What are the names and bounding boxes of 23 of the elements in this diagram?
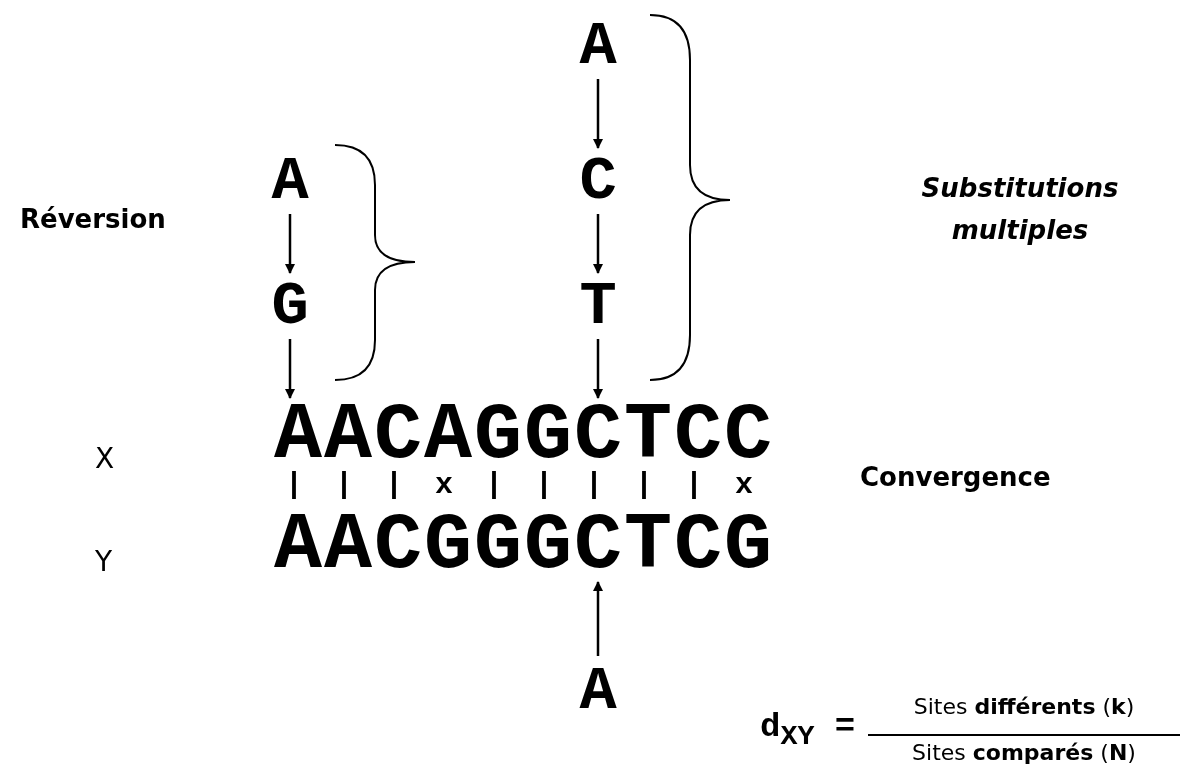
formula-text: d$_{XY}$ = [760, 708, 857, 753]
nucleotide-letter: A [568, 660, 628, 722]
nucleotide-letter: A [260, 150, 320, 212]
arrow [593, 214, 603, 274]
sequence-label: X [95, 442, 116, 475]
annotation-text: Réversion [20, 204, 167, 234]
nucleotide-letter: T [568, 275, 628, 337]
sequence-text: AACAGGCTCC [272, 400, 774, 470]
annotation-text: Convergence [860, 462, 1052, 492]
formula-numerator: Sites différents (k) [912, 694, 1136, 719]
formula-denominator: Sites comparés (N) [911, 740, 1137, 765]
nucleotide-letter: C [568, 150, 628, 212]
sequence-text: AACGGGCTCG [272, 510, 774, 580]
arrow [285, 214, 295, 274]
arrow [285, 339, 295, 399]
arrow [593, 581, 603, 656]
alignment-marks: | | | x | | | | | x [285, 468, 762, 502]
arrow [593, 79, 603, 149]
sequence-label: Y [95, 545, 114, 578]
nucleotide-letter: G [260, 275, 320, 337]
annotation-text: Substitutions multiples [920, 172, 1120, 247]
arrow [593, 339, 603, 399]
nucleotide-letter: A [568, 15, 628, 77]
